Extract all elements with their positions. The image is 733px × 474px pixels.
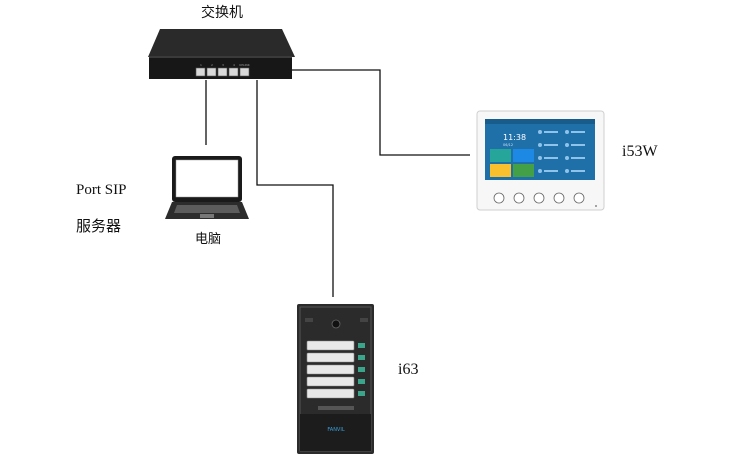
monitor-button-4 bbox=[553, 192, 565, 204]
switch-label: 交换机 bbox=[201, 4, 243, 21]
door-phone-button-2 bbox=[306, 352, 355, 363]
switch-port-2 bbox=[206, 67, 217, 77]
door-phone-card-reader bbox=[300, 414, 371, 451]
cable-switch-to-monitor bbox=[270, 69, 470, 156]
switch-port-1 bbox=[195, 67, 206, 77]
cables bbox=[205, 69, 470, 297]
door-phone-button-4 bbox=[306, 376, 355, 387]
indoor-monitor: 11:38 06/12 bbox=[476, 110, 605, 211]
switch-port-uplink bbox=[239, 67, 250, 77]
laptop-screen bbox=[175, 159, 239, 198]
switch-port-label-3: 3 bbox=[222, 63, 224, 67]
monitor-screen-time: 11:38 bbox=[503, 133, 526, 142]
door-phone-reader-label: FANVIL bbox=[327, 427, 344, 433]
sip-server-label-line2: 服务器 bbox=[76, 217, 121, 235]
switch-top-face bbox=[148, 29, 295, 57]
monitor-button-5 bbox=[573, 192, 585, 204]
door-phone-button-3 bbox=[306, 364, 355, 375]
monitor-screen-date: 06/12 bbox=[503, 143, 513, 147]
switch-port-label-2: 2 bbox=[211, 63, 213, 67]
door-phone-indicators bbox=[358, 343, 365, 396]
monitor-tile-call bbox=[490, 149, 511, 162]
laptop bbox=[165, 156, 249, 219]
switch-port-4 bbox=[228, 67, 239, 77]
sip-server-label-line1: Port SIP bbox=[76, 182, 126, 198]
laptop-keyboard bbox=[174, 205, 240, 213]
computer-caption: 电脑 bbox=[195, 232, 221, 247]
switch-ethernet-ports bbox=[195, 67, 250, 77]
door-phone-speaker-grille bbox=[318, 406, 354, 410]
monitor-tile-contacts bbox=[513, 149, 534, 162]
switch-port-label-1: 1 bbox=[200, 63, 202, 67]
monitor-tile-settings bbox=[513, 164, 534, 177]
door-phone-button-5 bbox=[306, 388, 355, 399]
door-phone-camera-icon bbox=[331, 319, 341, 329]
monitor-buttons bbox=[493, 192, 585, 204]
door-phone: FANVIL bbox=[297, 304, 374, 454]
door-phone-label: i63 bbox=[398, 361, 418, 378]
door-phone-name-buttons bbox=[306, 340, 355, 399]
switch-port-label-uplink: UPLINK bbox=[239, 63, 251, 67]
monitor-button-2 bbox=[513, 192, 525, 204]
cable-switch-to-door-phone bbox=[256, 80, 334, 297]
laptop-touchpad bbox=[200, 214, 214, 218]
switch-port-label-4: 4 bbox=[233, 63, 235, 67]
switch-front-face bbox=[149, 56, 292, 79]
switch-port-3 bbox=[217, 67, 228, 77]
monitor-tile-message bbox=[490, 164, 511, 177]
door-phone-button-1 bbox=[306, 340, 355, 351]
monitor-menu-list bbox=[538, 130, 585, 173]
network-switch: 1 2 3 4 UPLINK bbox=[148, 29, 295, 79]
monitor-button-1 bbox=[493, 192, 505, 204]
monitor-button-3 bbox=[533, 192, 545, 204]
indoor-monitor-label: i53W bbox=[622, 143, 658, 160]
